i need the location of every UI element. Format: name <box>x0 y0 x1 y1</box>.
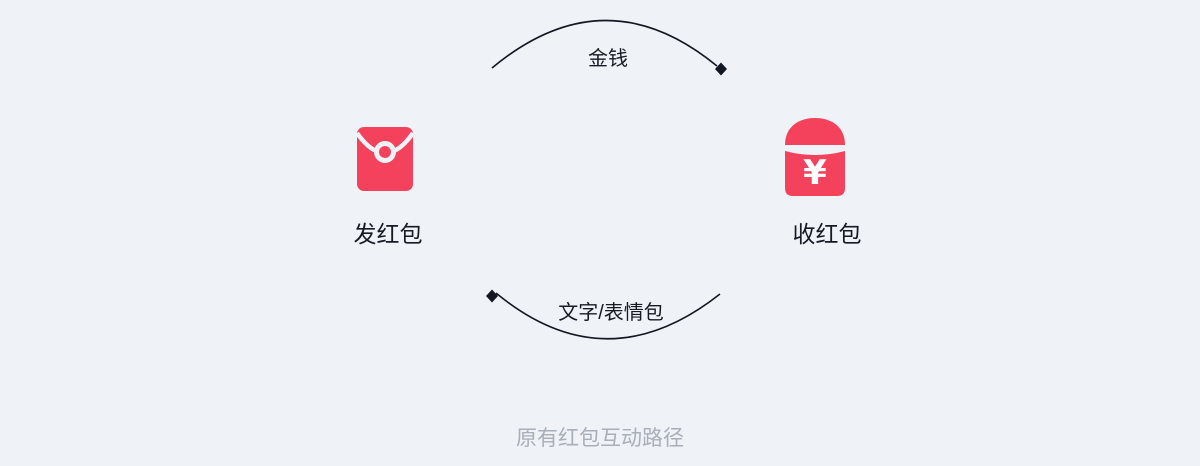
diagram-caption: 原有红包互动路径 <box>516 427 684 450</box>
envelope-dome-lid <box>785 118 845 145</box>
yen-symbol-icon: ¥ <box>803 153 827 193</box>
bottom-arrowhead-diamond-icon <box>486 289 498 303</box>
red-envelope-send-icon <box>357 127 413 191</box>
top-arrowhead-diamond-icon <box>715 62 727 76</box>
red-envelope-receive-icon: ¥ <box>785 118 845 196</box>
envelope-pouch-body <box>785 151 845 196</box>
envelope-clasp-circle <box>374 141 396 163</box>
edge-label-money: 金钱 <box>588 48 628 70</box>
node-label-send-hongbao: 发红包 <box>353 221 423 247</box>
bottom-arc-line <box>495 292 721 340</box>
edge-label-text-emoji: 文字/表情包 <box>558 302 664 324</box>
top-arc-line <box>491 19 718 69</box>
node-label-receive-hongbao: 收红包 <box>792 221 862 247</box>
